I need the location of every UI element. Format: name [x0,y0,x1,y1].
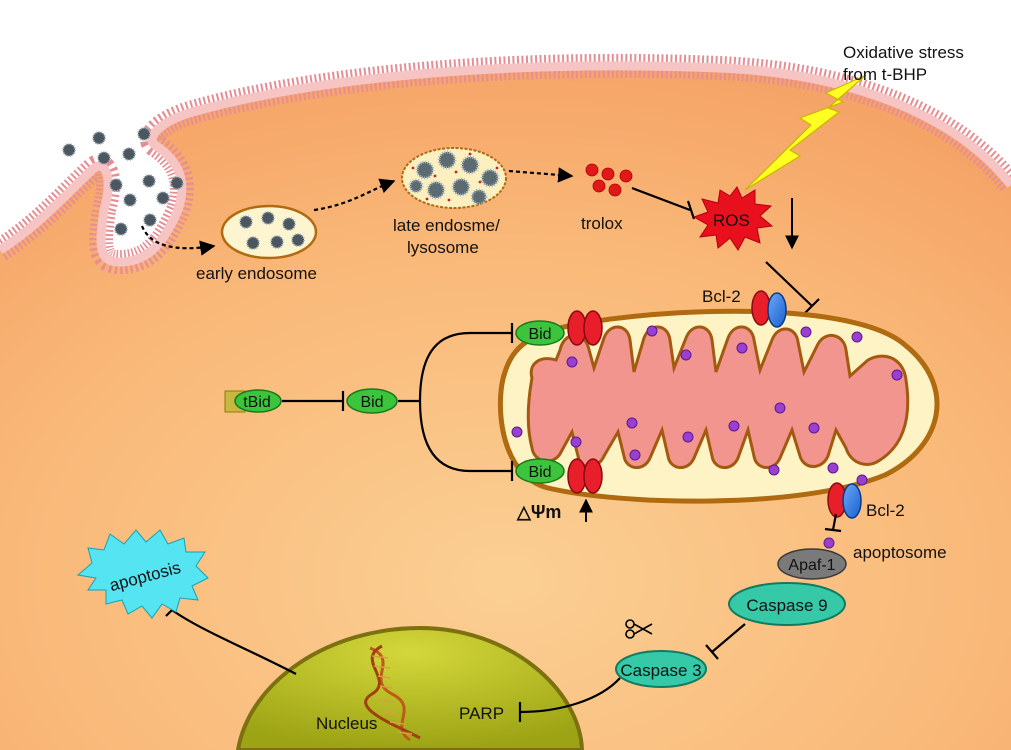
ros-label: ROS [713,211,750,230]
cytochrome-c-dots [511,325,903,486]
tbid-inhibit-bid [282,391,345,411]
nanoparticle-icon [62,127,184,236]
transport-arrow-3 [508,167,574,183]
bid-middle-label: Bid [360,394,383,411]
bcl2-bottom [827,482,862,519]
tbid: tBid [224,389,282,413]
bid-top-label: Bid [528,326,551,343]
scissors-icon [625,619,653,639]
pore-channel-bottom [567,458,603,494]
caspase9-label: Caspase 9 [746,596,827,615]
trolox-inhibit-line [631,186,696,220]
ros-burst [692,186,774,251]
caspase3: Caspase 3 [615,650,707,688]
early-endosome-label: early endosome [196,264,317,283]
early-endosome [220,204,318,260]
trolox-molecules [585,163,633,197]
dna-helix-icon [364,644,421,742]
nucleus [235,625,585,750]
apoptosome-label: apoptosome [853,543,947,562]
caspase9: Caspase 9 [728,582,846,626]
oxidative-stress-label-line1: Oxidative stress [843,43,964,62]
bcl2-top-label: Bcl-2 [702,287,741,306]
bid-top: Bid [515,320,565,346]
tbid-label: tBid [243,394,271,411]
apoptosis-burst [76,529,209,619]
late-endosome [401,147,507,209]
caspase9-to-caspase3 [705,623,746,660]
bcl2-top [751,290,787,328]
transport-arrow-2 [313,178,396,212]
apaf1-label: Apaf-1 [788,557,835,574]
caspase3-label: Caspase 3 [620,661,701,680]
nucleus-label: Nucleus [316,714,377,733]
cell-membrane-inner [0,61,1011,267]
bid-bottom: Bid [515,458,565,484]
pore-channel-top [567,310,603,346]
cytochrome-c-released [823,537,835,549]
trolox-label: trolox [581,214,623,233]
late-endosome-label-line1: late endosme/ [393,216,500,235]
delta-psi-label: △Ψm [516,502,561,522]
caspase3-inhibit-parp [518,677,621,722]
bcl2-inhibit-cytc [824,513,842,533]
bid-middle: Bid [346,388,398,414]
mitochondrion [497,308,940,504]
parp-label: PARP [459,704,504,723]
bid-bottom-label: Bid [528,464,551,481]
bcl2-bottom-label: Bcl-2 [866,501,905,520]
lightning-icon [744,74,867,191]
oxidative-stress-label-line2: from t-BHP [843,65,927,84]
ros-inhibit-bcl2 [765,261,820,314]
apaf1: Apaf-1 [777,548,847,580]
late-endosome-label-line2: lysosome [407,238,479,257]
bid-branch [398,323,514,481]
